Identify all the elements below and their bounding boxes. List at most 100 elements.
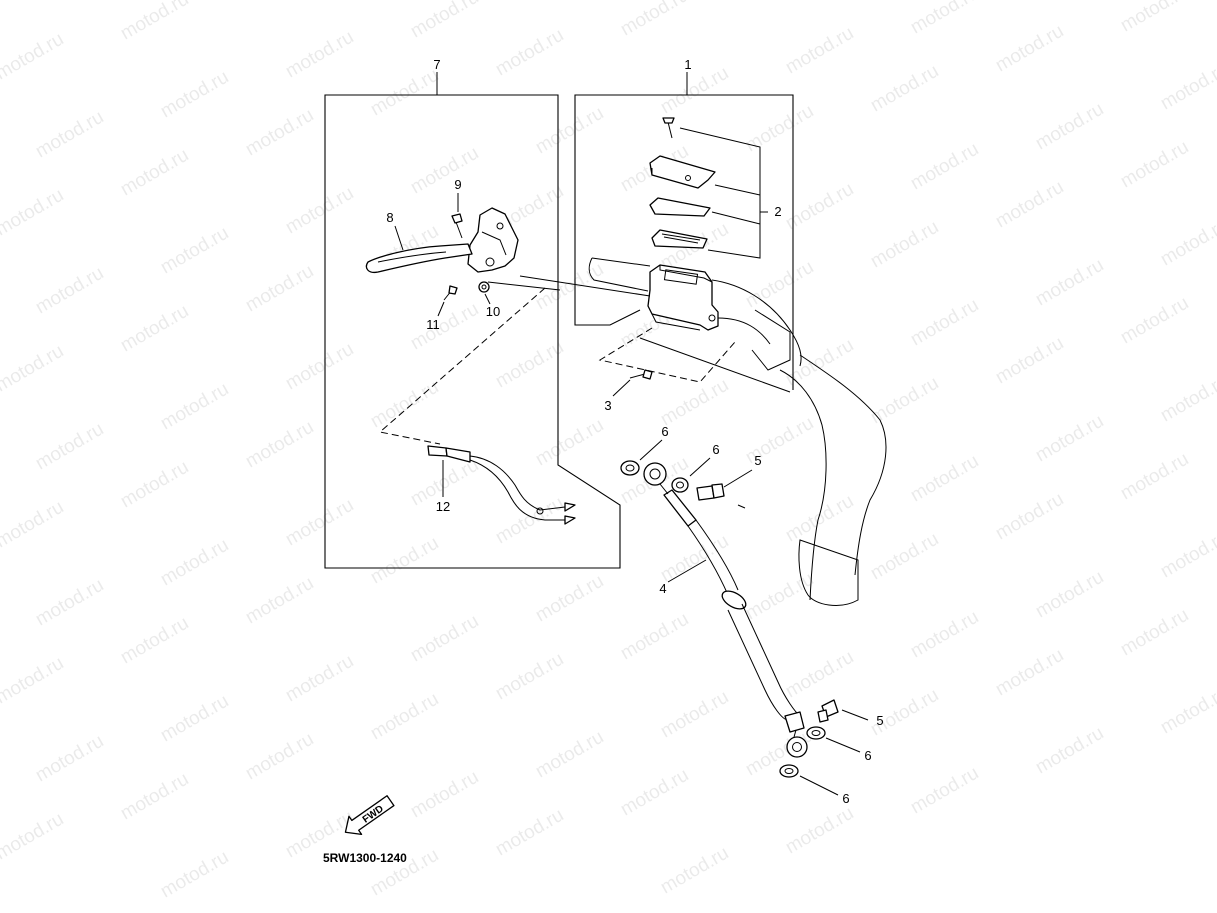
- watermark-text: motod.ru: [1032, 411, 1107, 467]
- watermark-text: motod.ru: [367, 65, 442, 121]
- watermark-text: motod.ru: [242, 729, 317, 785]
- watermark-text: motod.ru: [782, 491, 857, 547]
- callout-labels: 1 2 3 4 5 5 6 6 6 6 7 8 9 10 11 12: [386, 57, 883, 806]
- watermark-text: motod.ru: [532, 571, 607, 627]
- callout-2: 2: [774, 204, 781, 219]
- watermark-text: motod.ru: [32, 731, 107, 787]
- union-bolt-lower: [817, 699, 839, 723]
- watermark-text: motod.ru: [0, 809, 67, 865]
- washer-6a: [620, 460, 640, 476]
- callout-7: 7: [433, 57, 440, 72]
- watermark-text: motod.ru: [782, 23, 857, 79]
- watermark-text: motod.ru: [617, 0, 692, 40]
- watermark-text: motod.ru: [742, 569, 817, 625]
- watermark-text: motod.ru: [157, 691, 232, 747]
- watermark-text: motod.ru: [907, 0, 982, 38]
- callout-11: 11: [426, 317, 440, 332]
- callout-12: 12: [436, 499, 450, 514]
- watermark-text: motod.ru: [992, 489, 1067, 545]
- fwd-arrow-icon: FWD: [344, 795, 395, 835]
- watermark-text: motod.ru: [282, 183, 357, 239]
- clutch-lever: [365, 243, 473, 274]
- watermark-text: motod.ru: [782, 647, 857, 703]
- master-cylinder: [647, 264, 719, 331]
- watermark-text: motod.ru: [1117, 0, 1192, 36]
- watermark-text: motod.ru: [0, 497, 67, 553]
- watermark-text: motod.ru: [32, 419, 107, 475]
- watermark-text: motod.ru: [532, 415, 607, 471]
- callout-6a: 6: [661, 424, 668, 439]
- watermark-text: motod.ru: [657, 63, 732, 119]
- watermark-text: motod.ru: [282, 651, 357, 707]
- watermark-text: motod.ru: [1157, 527, 1217, 583]
- watermark-text: motod.ru: [532, 727, 607, 783]
- watermark-text: motod.ru: [1032, 723, 1107, 779]
- watermark-text: motod.ru: [492, 25, 567, 81]
- watermark-text: motod.ru: [407, 0, 482, 42]
- watermark-text: motod.ru: [0, 0, 27, 6]
- watermark-text: motod.ru: [742, 101, 817, 157]
- watermark-text: motod.ru: [0, 341, 67, 397]
- watermark-text: motod.ru: [907, 607, 982, 663]
- lever-group-box: [324, 72, 621, 569]
- callout-8: 8: [386, 210, 393, 225]
- clutch-switch: [427, 445, 576, 525]
- watermark-text: motod.ru: [117, 457, 192, 513]
- watermark-text: motod.ru: [1032, 99, 1107, 155]
- pivot-bolt-11: [443, 285, 458, 301]
- watermark-text: motod.ru: [407, 299, 482, 355]
- lever-holder: [467, 207, 519, 273]
- watermark-text: motod.ru: [992, 21, 1067, 77]
- watermark-text: motod.ru: [742, 257, 817, 313]
- handlebar-outline: [588, 257, 887, 606]
- callout-3: 3: [604, 398, 611, 413]
- watermark-text: motod.ru: [367, 689, 442, 745]
- watermark-text: motod.ru: [1157, 371, 1217, 427]
- watermark-text: motod.ru: [157, 847, 232, 903]
- watermark-text: motod.ru: [1032, 567, 1107, 623]
- watermark-text: motod.ru: [117, 301, 192, 357]
- clutch-hose: [663, 489, 805, 733]
- callout-6b: 6: [712, 442, 719, 457]
- watermark-text: motod.ru: [532, 0, 607, 2]
- watermark-text: motod.ru: [492, 337, 567, 393]
- watermark-text: motod.ru: [157, 67, 232, 123]
- watermark-text: motod.ru: [492, 805, 567, 861]
- watermark-text: motod.ru: [157, 223, 232, 279]
- watermark-text: motod.ru: [1117, 449, 1192, 505]
- watermark-text: motod.ru: [1157, 59, 1217, 115]
- watermark-text: motod.ru: [1117, 137, 1192, 193]
- watermark-text: motod.ru: [992, 645, 1067, 701]
- washer-6c: [806, 726, 826, 740]
- callout-6c: 6: [864, 748, 871, 763]
- watermark-text: motod.ru: [867, 529, 942, 585]
- watermark-text: motod.ru: [992, 177, 1067, 233]
- master-cylinder-group-box: [574, 72, 794, 390]
- watermark-text: motod.ru: [117, 145, 192, 201]
- watermark-text: motod.ru: [1117, 293, 1192, 349]
- watermark-text: motod.ru: [242, 0, 317, 4]
- banjo-upper: [643, 462, 669, 495]
- watermark-text: motod.ru: [367, 377, 442, 433]
- watermark-text: motod.ru: [117, 0, 192, 44]
- watermark-text: motod.ru: [32, 263, 107, 319]
- callout-5a: 5: [754, 453, 761, 468]
- watermark-text: motod.ru: [242, 105, 317, 161]
- watermark-text: motod.ru: [617, 609, 692, 665]
- watermark-text: motod.ru: [657, 531, 732, 587]
- watermark-text: motod.ru: [242, 417, 317, 473]
- callout-1: 1: [684, 57, 691, 72]
- watermark-text: motod.ru: [907, 139, 982, 195]
- watermark-text: motod.ru: [282, 495, 357, 551]
- watermark-text: motod.ru: [492, 649, 567, 705]
- watermark-text: motod.ru: [407, 767, 482, 823]
- union-bolt-upper: [696, 483, 746, 509]
- watermark-text: motod.ru: [367, 533, 442, 589]
- watermark-text: motod.ru: [992, 333, 1067, 389]
- watermark-text: motod.ru: [117, 769, 192, 825]
- watermark-text: motod.ru: [282, 339, 357, 395]
- watermark-text: motod.ru: [532, 259, 607, 315]
- watermark-text: motod.ru: [617, 765, 692, 821]
